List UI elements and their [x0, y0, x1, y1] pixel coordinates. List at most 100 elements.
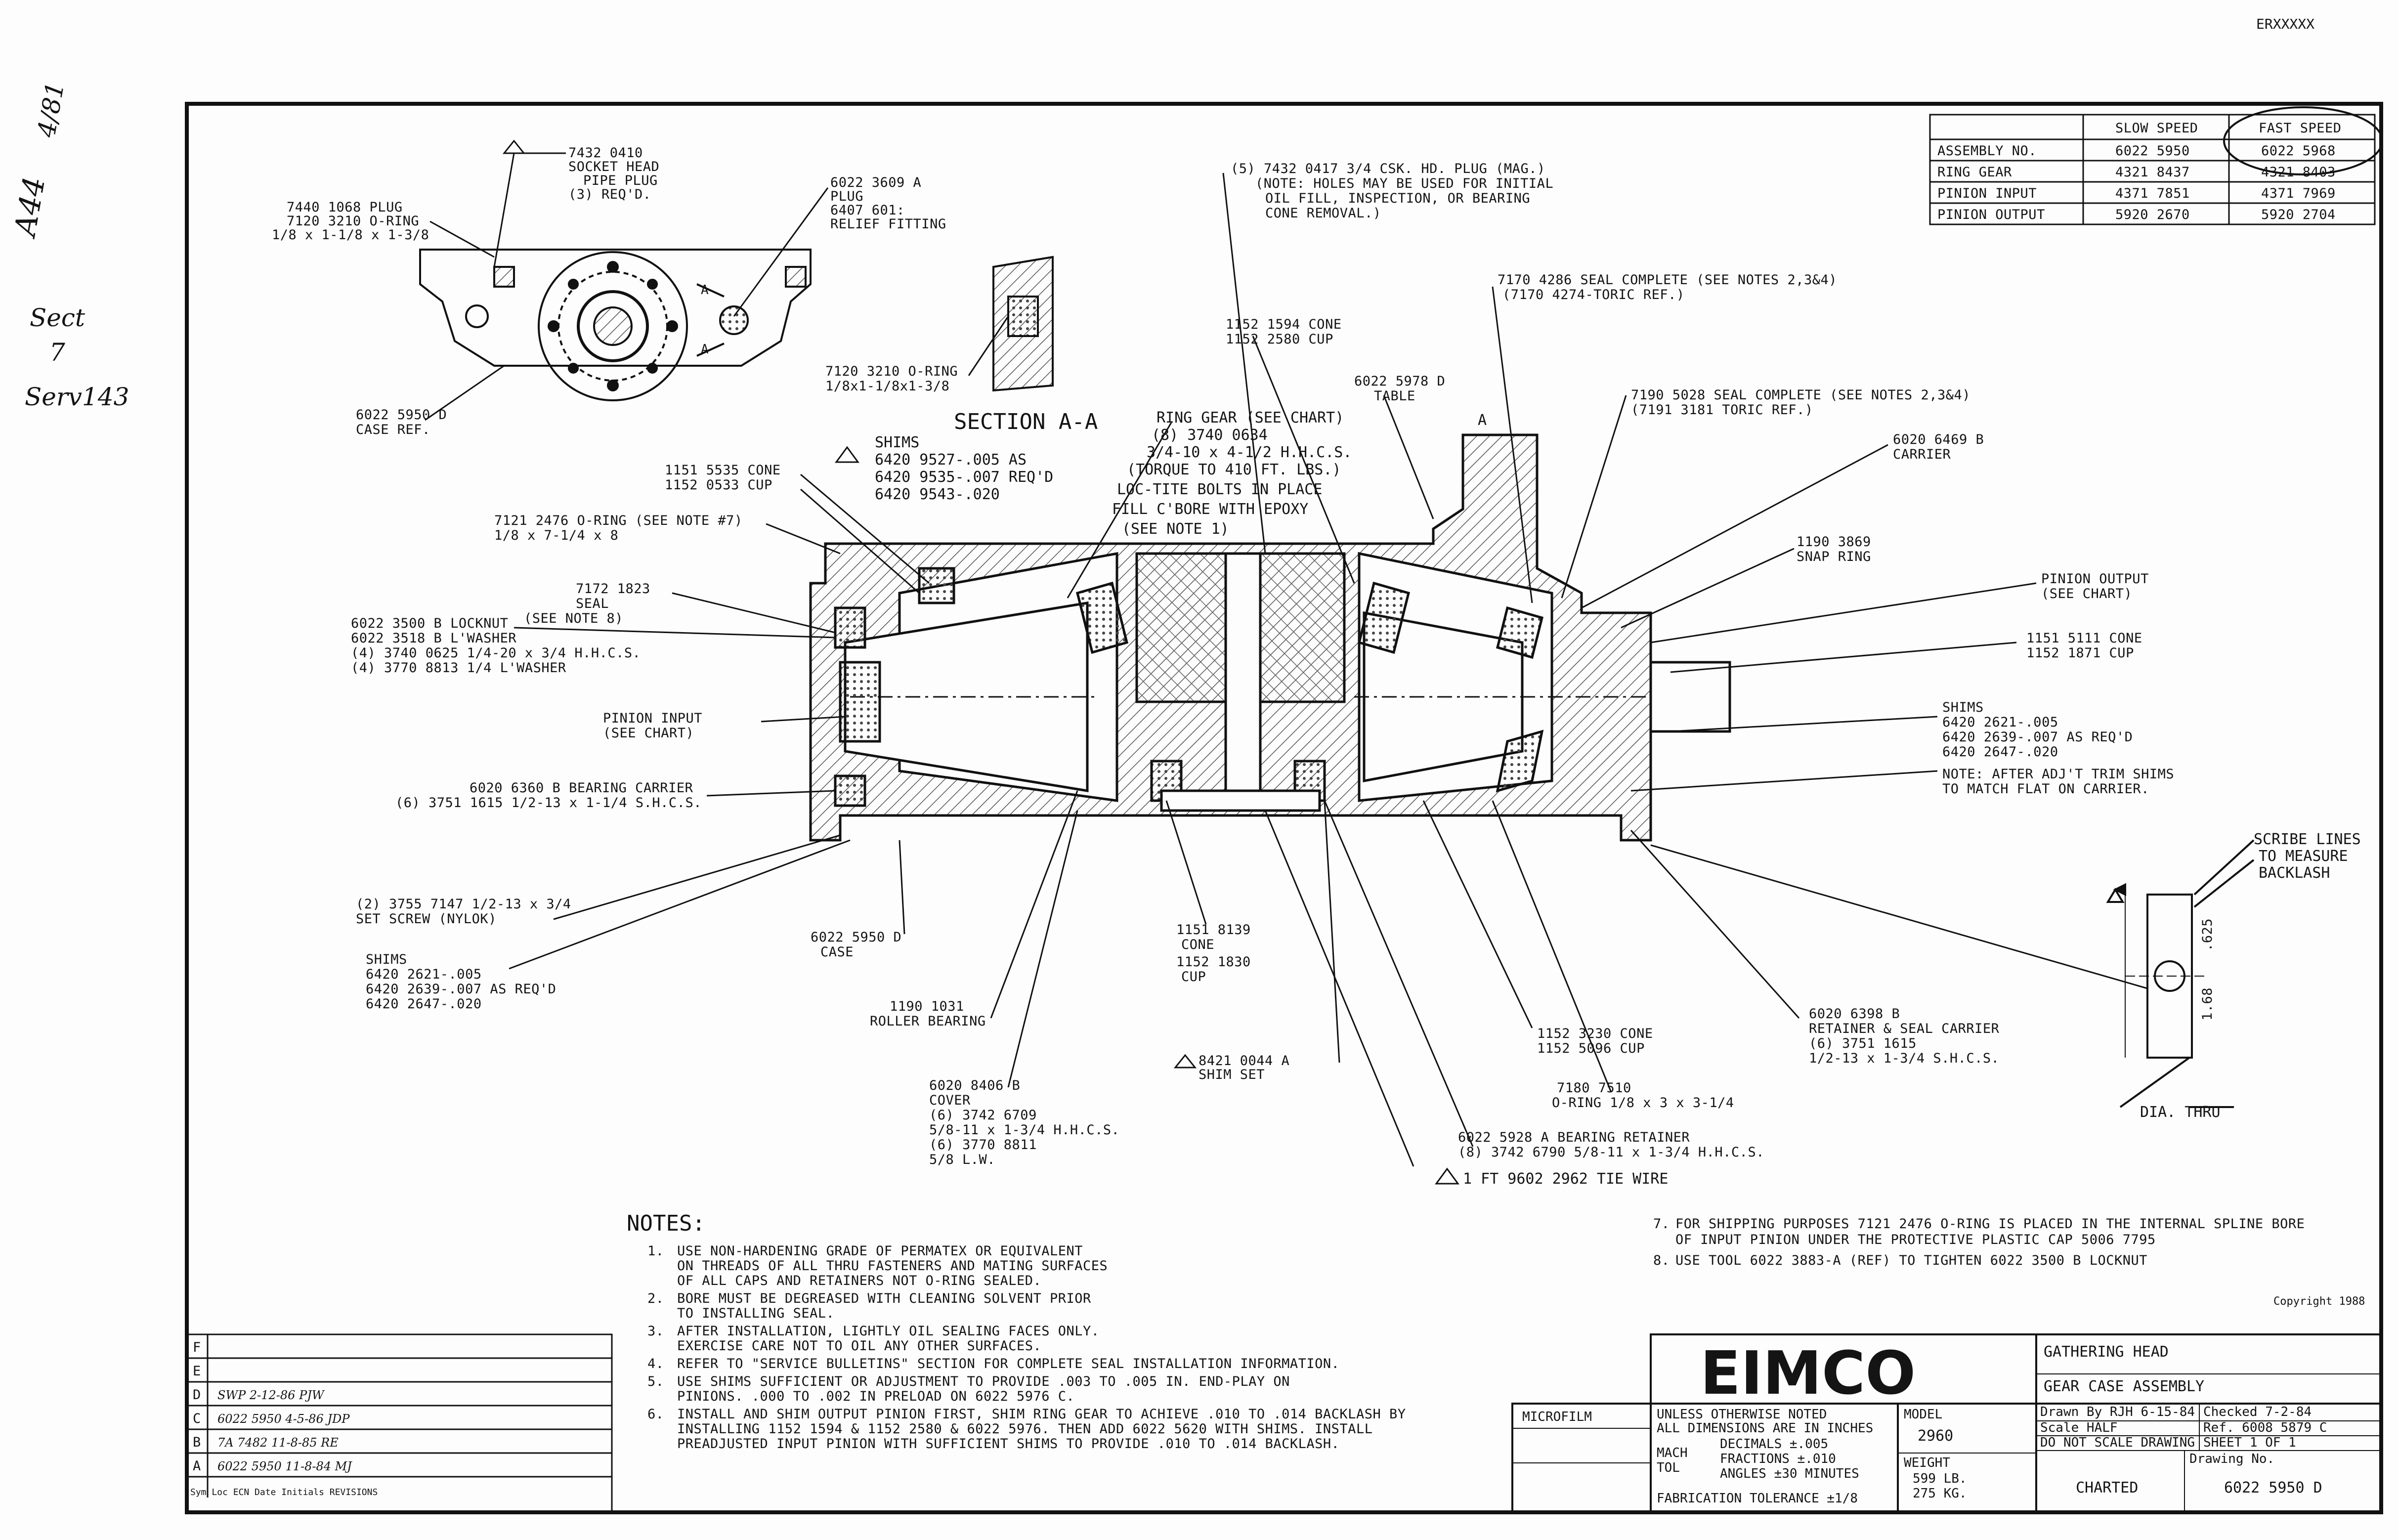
label-bearing-retainer-l0: 6022 5928 A BEARING RETAINER: [1458, 1130, 1690, 1145]
note-line: USE NON-HARDENING GRADE OF PERMATEX OR E…: [677, 1243, 1083, 1259]
label-retainer-seal-l3: 1/2-13 x 1-3/4 S.H.C.S.: [1809, 1051, 1999, 1066]
margin-note-3: Sect: [30, 303, 86, 332]
note-line: ON THREADS OF ALL THRU FASTENERS AND MAT…: [677, 1258, 1108, 1274]
label-dim-a: .625: [2200, 918, 2215, 951]
label-cone-3230-l1: 1152 5096 CUP: [1537, 1041, 1645, 1056]
revision-entry: 7A 7482 11-8-85 RE: [217, 1436, 339, 1450]
label-shims-right-l1: 6420 2621-.005: [1942, 715, 2058, 730]
label-relief-l0: 6022 3609 A: [830, 175, 921, 190]
label-cone-5111-l0: 1151 5111 CONE: [2026, 631, 2142, 646]
label-cone-1151-l0: 1151 5535 CONE: [665, 463, 781, 478]
label-bearing-retainer-l2: 1 FT 9602 2962 TIE WIRE: [1463, 1170, 1668, 1188]
margin-note-1: A44: [7, 174, 52, 241]
label-cover-l3: 5/8-11 x 1-3/4 H.H.C.S.: [929, 1122, 1119, 1138]
label-pinion-in-l0: PINION INPUT: [603, 711, 702, 726]
tie-wire-delta-icon: [1435, 1167, 1459, 1185]
label-cover-l1: COVER: [929, 1093, 971, 1108]
tb-decimals: DECIMALS ±.005: [1720, 1437, 1828, 1452]
eimco-logo: EIMCO: [1700, 1339, 1916, 1408]
note-line: BORE MUST BE DEGREASED WITH CLEANING SOL…: [677, 1291, 1091, 1306]
chart-cell-1-1: 4321 8437: [2115, 165, 2190, 180]
label-drain-plug-l3: CONE REMOVAL.): [1265, 206, 1381, 221]
label-plug-7440-l0: 7440 1068 PLUG: [287, 200, 403, 215]
note-line: TO INSTALLING SEAL.: [677, 1306, 834, 1321]
label-shims-right-l2: 6420 2639-.007 AS REQ'D: [1942, 729, 2133, 745]
tb-weight-0: 599 LB.: [1913, 1471, 1967, 1486]
label-shims-left-l1: 6420 2621-.005: [366, 967, 482, 982]
chart-header-fast: FAST SPEED: [2259, 121, 2342, 136]
label-case-ref-l1: CASE REF.: [356, 422, 430, 437]
leader-oring-7120: [968, 316, 1009, 376]
label-shims-6420-l0: SHIMS: [875, 434, 919, 451]
label-oring-7120-l1: 1/8x1-1/8x1-3/8: [825, 379, 949, 394]
tb-charted: CHARTED: [2076, 1479, 2138, 1497]
label-retainer-seal-l1: RETAINER & SEAL CARRIER: [1809, 1021, 2000, 1036]
label-drain-plug-l0: (5) 7432 0417 3/4 CSK. HD. PLUG (MAG.): [1231, 161, 1545, 176]
label-shim-set-l0: 8421 0044 A: [1199, 1053, 1289, 1069]
backlash-detail: [2106, 839, 2255, 1108]
label-ring-gear-l4: LOC-TITE BOLTS IN PLACE: [1117, 481, 1322, 498]
label-pinion-out-l1: (SEE CHART): [2041, 586, 2132, 601]
notes-right-list: 7.FOR SHIPPING PURPOSES 7121 2476 O-RING…: [1653, 1216, 2305, 1268]
tb-drawing-no: 6022 5950 D: [2224, 1479, 2322, 1497]
leaders-top-view: [425, 139, 829, 421]
tb-mach: MACH: [1657, 1446, 1688, 1460]
note-number: 5.: [647, 1374, 664, 1389]
top-view-detail: [419, 249, 812, 401]
revision-entry: 6022 5950 4-5-86 JDP: [217, 1412, 350, 1426]
label-oring-7121-l0: 7121 2476 O-RING (SEE NOTE #7): [494, 513, 743, 528]
label-plug-7432-l3: (3) REQ'D.: [568, 187, 651, 202]
label-dia-thru: DIA. THRU: [2140, 1104, 2221, 1121]
title-line-2: GEAR CASE ASSEMBLY: [2044, 1378, 2204, 1395]
section-a-a-detail: [992, 256, 1054, 392]
tb-model-label: MODEL: [1904, 1407, 1942, 1422]
tb-drawing-no-label: Drawing No.: [2189, 1452, 2274, 1466]
revision-entry: 6022 5950 11-8-84 MJ: [217, 1459, 352, 1473]
note-number: 6.: [647, 1407, 664, 1422]
label-ring-gear-l6: (SEE NOTE 1): [1122, 520, 1229, 538]
note-line: FOR SHIPPING PURPOSES 7121 2476 O-RING I…: [1675, 1216, 2305, 1232]
margin-note-4: 7: [49, 338, 65, 367]
label-carrier-l1: CARRIER: [1893, 447, 1951, 462]
tb-microfilm: MICROFILM: [1522, 1410, 1592, 1424]
note-number: 1.: [647, 1243, 664, 1259]
tb-weight-label: WEIGHT: [1904, 1455, 1950, 1470]
tb-drawn: Drawn By RJH 6-15-84: [2040, 1405, 2195, 1419]
label-seal-7190-l0: 7190 5028 SEAL COMPLETE (SEE NOTES 2,3&4…: [1631, 387, 1970, 403]
chart-cell-3-0: PINION OUTPUT: [1937, 207, 2045, 222]
label-snap-ring-l1: SNAP RING: [1797, 549, 1871, 564]
title-line-1: GATHERING HEAD: [2044, 1343, 2169, 1361]
notes-list: 1. USE NON-HARDENING GRADE OF PERMATEX OR…: [647, 1243, 1406, 1452]
label-relief-l3: RELIEF FITTING: [830, 216, 946, 232]
label-set-screw-l0: (2) 3755 7147 1/2-13 x 3/4: [356, 897, 571, 912]
chart-cell-1-0: RING GEAR: [1937, 165, 2012, 180]
label-pinion-out-l0: PINION OUTPUT: [2041, 571, 2149, 587]
speed-chart: [1929, 106, 2383, 225]
label-oring-7180-l1: O-RING 1/8 x 3 x 3-1/4: [1552, 1095, 1734, 1111]
note-line: PREADJUSTED INPUT PINION WITH SUFFICIENT…: [677, 1436, 1339, 1452]
label-plug-7432-l1: SOCKET HEAD: [568, 159, 659, 174]
copyright: Copyright 1988: [2273, 1295, 2365, 1308]
label-shims-6420-l2: 6420 9535-.007 REQ'D: [875, 469, 1053, 486]
chart-cell-3-1: 5920 2670: [2115, 207, 2190, 222]
label-plug-7432-l0: 7432 0410: [568, 145, 643, 161]
label-ring-gear-l2: 3/4-10 x 4-1/2 H.H.C.S.: [1147, 444, 1352, 461]
label-oring-7121-l1: 1/8 x 7-1/4 x 8: [494, 528, 618, 543]
label-relief-l2: 6407 601:: [830, 203, 905, 218]
note-line: EXERCISE CARE NOT TO OIL ANY OTHER SURFA…: [677, 1338, 1041, 1354]
label-shims-left-l2: 6420 2639-.007 AS REQ'D: [366, 982, 556, 997]
revision-footer: Sym Loc ECN Date Initials REVISIONS: [190, 1487, 378, 1497]
label-cone-8139-l0: 1151 8139: [1176, 922, 1251, 938]
label-ring-gear-l5: FILL C'BORE WITH EPOXY: [1112, 501, 1308, 518]
tb-model: 2960: [1918, 1427, 1953, 1445]
note-line: OF INPUT PINION UNDER THE PROTECTIVE PLA…: [1675, 1232, 2156, 1247]
revision-symbol: D: [193, 1387, 201, 1403]
label-seal-7190-l1: (7191 3181 TORIC REF.): [1631, 402, 1813, 418]
label-retainer-seal-l0: 6020 6398 B: [1809, 1006, 1900, 1022]
label-cone-1152-l0: 1152 1594 CONE: [1226, 317, 1342, 332]
doc-code: ERXXXXX: [2256, 16, 2314, 32]
revision-symbol: E: [193, 1364, 201, 1379]
label-roller-l1: ROLLER BEARING: [870, 1014, 986, 1029]
